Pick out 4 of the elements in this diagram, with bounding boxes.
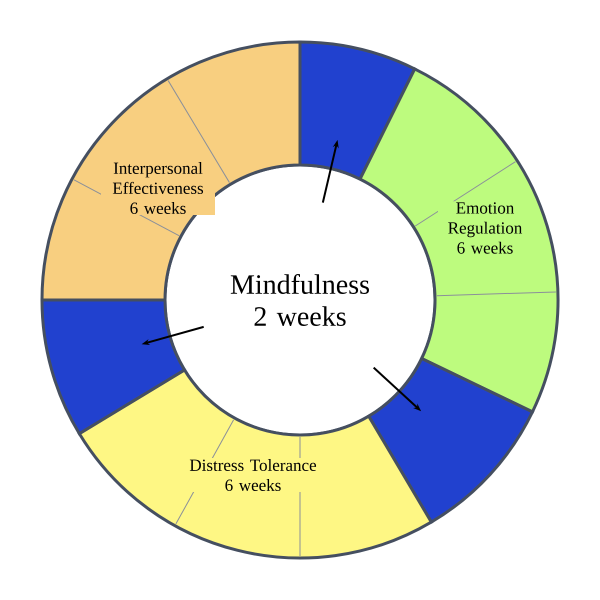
module-segment: Distress Tolerance 6 weeks bbox=[78, 368, 433, 560]
ring-segment bbox=[40, 298, 186, 436]
ring-segment bbox=[367, 357, 534, 524]
ring-segment bbox=[298, 40, 416, 181]
